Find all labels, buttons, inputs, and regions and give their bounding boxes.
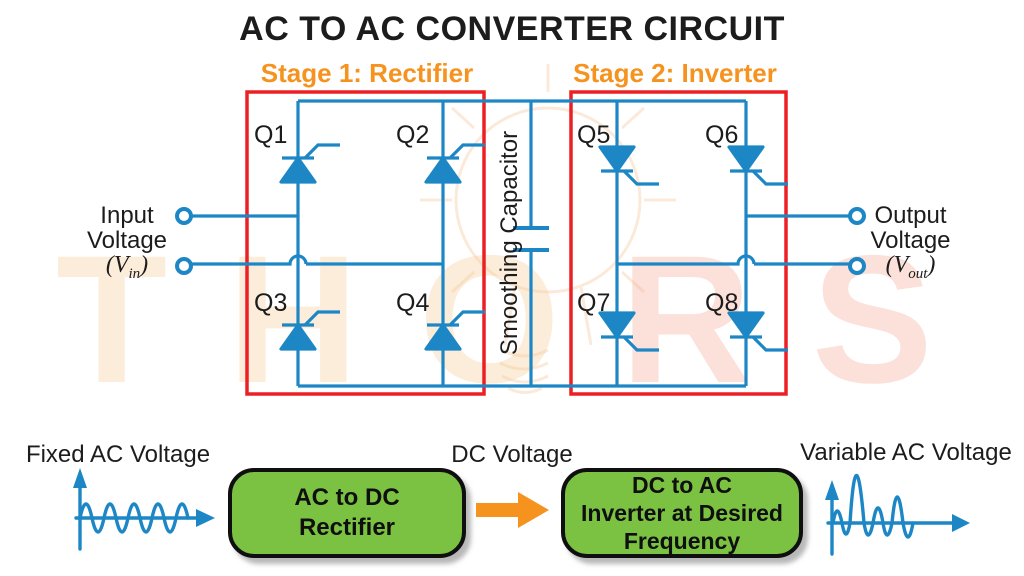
q3-label: Q3 [254, 289, 287, 317]
inverter-box-line2: Inverter at Desired [581, 500, 783, 526]
input-wires [191, 214, 443, 266]
q4-label: Q4 [396, 289, 429, 317]
input-terminal-bottom [175, 257, 193, 275]
fixed-ac-waveform-icon [73, 468, 215, 551]
q8-label: Q8 [705, 289, 738, 317]
thyristor-q1-symbol [279, 143, 342, 184]
input-terminal-top [175, 207, 193, 225]
thyristor-q2-symbol [424, 143, 487, 184]
smoothing-capacitor-label: Smoothing Capacitor [496, 131, 523, 355]
input-voltage-line2: Voltage [86, 227, 168, 254]
q7-label: Q7 [577, 289, 610, 317]
stage1-label: Stage 1: Rectifier [260, 58, 474, 88]
variable-ac-waveform-icon [825, 473, 970, 556]
thyristor-q7-symbol [598, 311, 661, 352]
thyristor-q6-symbol [727, 145, 790, 186]
input-voltage-label: Input Voltage (Vin) [57, 203, 197, 287]
output-terminal-top [848, 207, 866, 225]
flow-arrow-icon [476, 492, 549, 528]
input-voltage-line1: Input [100, 202, 154, 229]
inverter-box-line1: DC to AC [631, 472, 733, 498]
rectifier-box-line2: Rectifier [298, 514, 396, 541]
variable-ac-voltage-label: Variable AC Voltage [800, 439, 1012, 466]
output-voltage-line2: Voltage [870, 227, 951, 254]
rectifier-flow-box: AC to DC Rectifier [228, 468, 466, 558]
thyristor-q8-symbol [727, 311, 790, 352]
output-voltage-line1: Output [874, 202, 947, 229]
q5-label: Q5 [577, 121, 610, 149]
output-voltage-symbol: (Vout) [885, 252, 936, 282]
output-wires [617, 214, 850, 266]
inverter-box-line3: Frequency [623, 528, 741, 554]
dc-voltage-label: DC Voltage [451, 441, 573, 468]
q1-label: Q1 [254, 121, 287, 149]
rectifier-box-line1: AC to DC [294, 484, 400, 511]
thyristor-q4-symbol [424, 310, 487, 351]
stage2-outline [569, 90, 788, 396]
thyristor-q3-symbol [279, 310, 342, 351]
circuit-schematic: Smoothing Capacitor Q1 Q2 Q3 Q4 Q5 [175, 90, 866, 396]
thyristor-q5-symbol [598, 145, 661, 186]
watermark-text: THORS [56, 228, 993, 410]
output-terminal-bottom [848, 257, 866, 275]
q6-label: Q6 [705, 121, 738, 149]
smoothing-capacitor [513, 101, 549, 386]
watermark-text-part1: THO [56, 217, 621, 421]
stage1-outline [245, 90, 486, 396]
output-voltage-label: Output Voltage (Vout) [838, 203, 983, 287]
q2-label: Q2 [396, 121, 429, 149]
input-voltage-symbol: (Vin) [105, 252, 149, 282]
page-title: AC TO AC CONVERTER CIRCUIT [239, 10, 785, 48]
stage2-label: Stage 2: Inverter [573, 58, 777, 88]
fixed-ac-voltage-label: Fixed AC Voltage [25, 441, 211, 468]
watermark-text-part2: RS [620, 217, 994, 421]
inverter-flow-box: DC to AC Inverter at Desired Frequency [561, 468, 803, 558]
